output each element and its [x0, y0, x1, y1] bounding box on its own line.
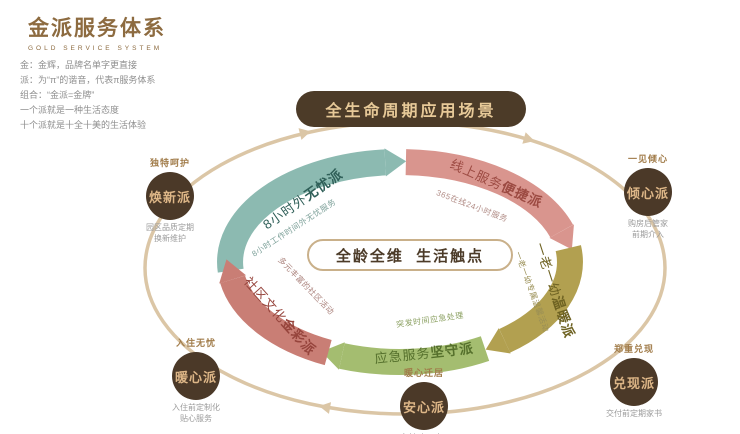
node-circle: 焕新派 — [146, 172, 194, 220]
arc-arrow-icon — [219, 259, 246, 284]
ring-arrow-icon — [319, 402, 332, 414]
node-circle: 暖心派 — [172, 352, 220, 400]
node-nuanxin: 入住无忧 暖心派 入住前定制化 贴心服务 — [148, 336, 244, 425]
intro-line: 派：为“π”的谐音，代表π服务体系 — [20, 75, 156, 85]
node-description: 入住前定制化 贴心服务 — [172, 403, 220, 423]
node-description: 交付前定期家书 — [606, 409, 662, 418]
node-qingxin: 一见倾心 倾心派 购房后管家 前期介入 — [600, 152, 696, 241]
intro-text-block: 金：金辉，品牌名单字更直接 派：为“π”的谐音，代表π服务体系 组合：“金派=金… — [20, 58, 155, 133]
arc-after-hours — [217, 149, 386, 273]
ring-arrow-icon — [298, 128, 311, 140]
node-tagline: 独特呵护 — [149, 158, 190, 168]
arc-label-strong: 坚守派 — [429, 340, 475, 361]
brand-title: 金派服务体系 — [28, 15, 166, 40]
arc-elderly-kids — [499, 245, 583, 353]
brand-logo: 金派服务体系 GOLD SERVICE SYSTEM — [28, 12, 166, 52]
node-tagline: 郑重兑现 — [613, 344, 654, 354]
arc-community — [220, 275, 332, 366]
node-duixian: 郑重兑现 兑现派 交付前定期家书 — [586, 342, 682, 420]
arc-arrow-icon — [321, 342, 345, 370]
intro-line: 组合：“金派=金牌” — [20, 90, 95, 100]
intro-line: 十个派就是十全十美的生活体验 — [20, 120, 147, 130]
center-touchpoint-pill: 全龄全维 生活触点 — [307, 239, 513, 271]
node-circle: 倾心派 — [624, 168, 672, 216]
arc-online-service — [405, 149, 574, 238]
arc-arrow-icon — [549, 224, 574, 250]
lifecycle-banner: 全生命周期应用场景 — [296, 91, 526, 127]
node-circle: 兑现派 — [610, 358, 658, 406]
arc-arrow-icon — [384, 148, 407, 177]
node-circle: 安心派 — [400, 382, 448, 430]
node-tagline: 入住无忧 — [175, 338, 216, 348]
ring-arrow-icon — [522, 132, 535, 144]
node-description: 园区品质定期 换新维护 — [146, 223, 194, 243]
node-tagline: 暖心迁居 — [403, 368, 444, 378]
intro-line: 金：金辉，品牌名单字更直接 — [20, 60, 138, 70]
arc-emergency — [339, 336, 490, 375]
node-tagline: 一见倾心 — [627, 154, 668, 164]
intro-line: 一个派就是一种生活态度 — [20, 105, 120, 115]
brand-subtitle: GOLD SERVICE SYSTEM — [28, 45, 163, 52]
node-huanxin: 独特呵护 焕新派 园区品质定期 换新维护 — [122, 156, 218, 245]
node-anxin: 暖心迁居 安心派 交付时一对一 — [376, 366, 472, 434]
arc-arrow-icon — [485, 328, 511, 354]
node-description: 购房后管家 前期介入 — [628, 219, 668, 239]
